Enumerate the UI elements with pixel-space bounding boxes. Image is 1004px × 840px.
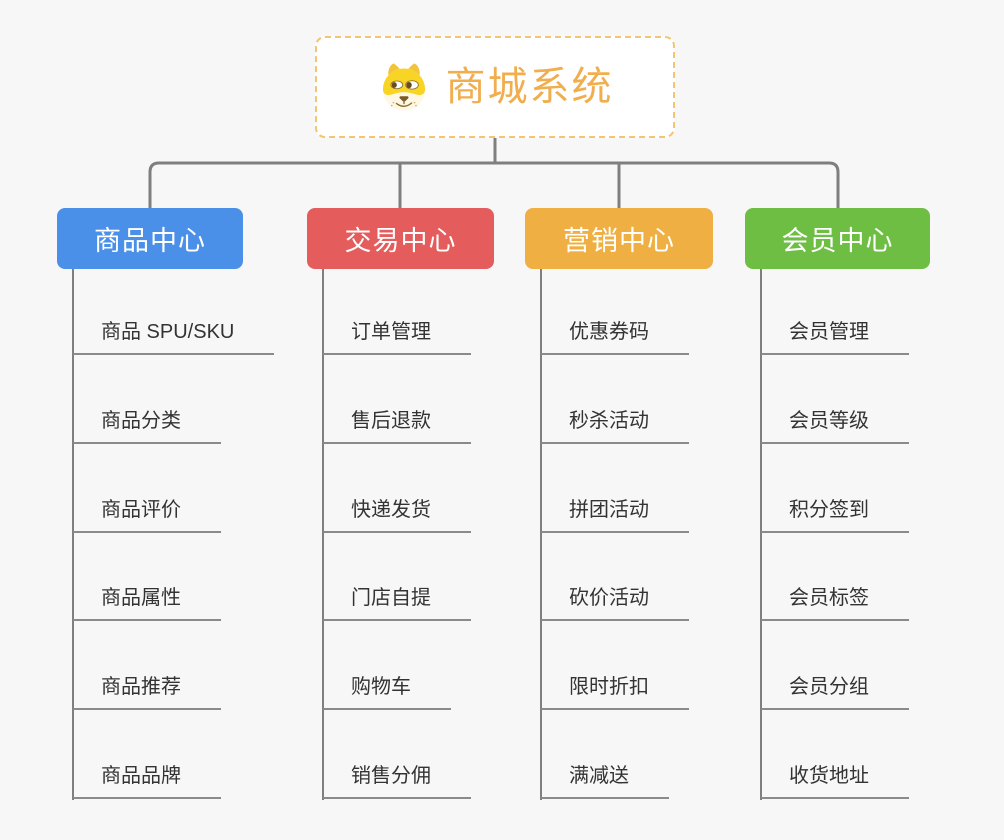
leaf-node[interactable]: 收货地址	[761, 761, 909, 799]
leaf-node[interactable]: 商品评价	[73, 495, 221, 533]
branch-node-member-center[interactable]: 会员中心	[745, 208, 930, 269]
leaf-node[interactable]: 商品品牌	[73, 761, 221, 799]
root-label: 商城系统	[445, 65, 614, 109]
leaf-node[interactable]: 秒杀活动	[541, 406, 689, 444]
branch-node-product-center[interactable]: 商品中心	[57, 208, 243, 269]
leaf-node[interactable]: 商品 SPU/SKU	[73, 317, 275, 355]
leaf-node[interactable]: 拼团活动	[541, 495, 689, 533]
leaf-node[interactable]: 购物车	[323, 672, 451, 710]
top-rail-line	[148, 161, 840, 208]
branch-node-marketing-center[interactable]: 营销中心	[525, 208, 713, 269]
leaf-node[interactable]: 满减送	[541, 761, 669, 799]
leaf-node[interactable]: 快递发货	[323, 495, 471, 533]
doge-dog-face-icon	[382, 63, 425, 111]
leaf-node[interactable]: 商品分类	[73, 406, 221, 444]
leaf-node[interactable]: 会员标签	[761, 583, 909, 621]
leaf-node[interactable]: 门店自提	[323, 583, 471, 621]
leaf-node[interactable]: 商品属性	[73, 583, 221, 621]
leaf-node[interactable]: 积分签到	[761, 495, 909, 533]
branch-node-trade-center[interactable]: 交易中心	[307, 208, 494, 269]
leaf-node[interactable]: 商品推荐	[73, 672, 221, 710]
leaf-node[interactable]: 会员管理	[761, 317, 909, 355]
leaf-node[interactable]: 销售分佣	[323, 761, 471, 799]
leaf-node[interactable]: 会员等级	[761, 406, 909, 444]
leaf-node[interactable]: 限时折扣	[541, 672, 689, 710]
root-node[interactable]: 商城系统	[315, 36, 675, 138]
leaf-node[interactable]: 售后退款	[323, 406, 471, 444]
leaf-node[interactable]: 会员分组	[761, 672, 909, 710]
leaf-node[interactable]: 砍价活动	[541, 583, 689, 621]
leaf-node[interactable]: 优惠券码	[541, 317, 689, 355]
leaf-node[interactable]: 订单管理	[323, 317, 471, 355]
